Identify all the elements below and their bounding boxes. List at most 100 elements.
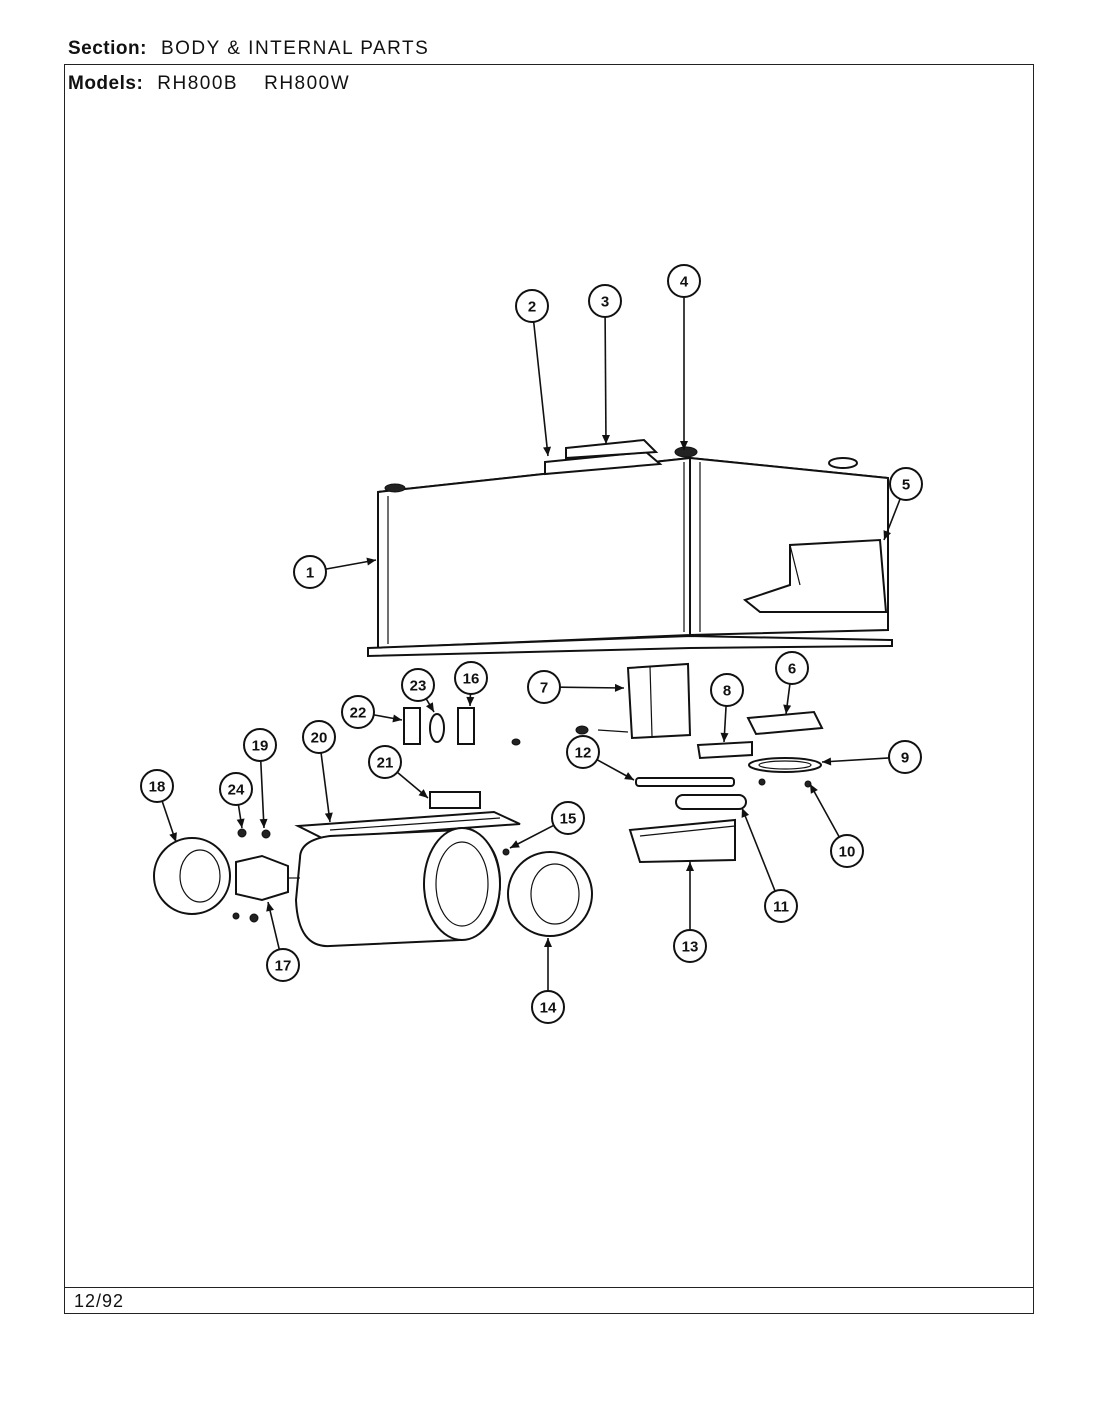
blower-wheel-18 — [153, 837, 231, 915]
callout-number-23: 23 — [410, 678, 427, 695]
models-label: Models: — [68, 73, 144, 94]
callout-24: 24 — [219, 772, 253, 829]
leader-arrow-2 — [543, 446, 552, 456]
callout-3: 3 — [588, 284, 622, 445]
callout-17: 17 — [266, 901, 300, 982]
callout-20: 20 — [302, 720, 336, 823]
bracket-7 — [575, 662, 692, 740]
bulb-11 — [675, 794, 747, 810]
callout-number-12: 12 — [575, 745, 592, 762]
leader-arrow-10 — [810, 784, 818, 794]
callout-number-7: 7 — [540, 680, 548, 697]
callout-number-4: 4 — [680, 274, 689, 291]
callout-14: 14 — [531, 938, 565, 1024]
lens-9 — [748, 757, 822, 773]
callout-5: 5 — [883, 467, 923, 541]
leader-arrow-23 — [425, 702, 434, 712]
model-rh800w: RH800W — [264, 73, 351, 94]
leader-arrow-9 — [822, 757, 832, 766]
callout-number-2: 2 — [528, 299, 536, 316]
callout-circle-2 — [515, 289, 549, 323]
callout-2: 2 — [515, 289, 552, 457]
callout-10: 10 — [809, 783, 864, 868]
callout-9: 9 — [821, 740, 922, 774]
leader-line-10 — [809, 783, 840, 838]
callout-23: 23 — [401, 668, 435, 713]
callout-11: 11 — [741, 807, 798, 923]
callout-1: 1 — [293, 555, 377, 589]
callout-4: 4 — [667, 264, 701, 450]
fuse-23 — [429, 713, 445, 743]
callout-number-16: 16 — [463, 671, 480, 688]
leader-arrow-4 — [680, 441, 688, 450]
callout-circle-23 — [401, 668, 435, 702]
leader-arrow-20 — [324, 812, 333, 822]
callout-circle-11 — [764, 889, 798, 923]
callout-number-11: 11 — [773, 899, 789, 916]
leader-line-20 — [320, 752, 331, 823]
callout-circle-8 — [710, 673, 744, 707]
leader-arrow-18 — [169, 832, 177, 842]
callout-circle-3 — [588, 284, 622, 318]
callout-number-20: 20 — [311, 730, 328, 747]
callout-circle-9 — [888, 740, 922, 774]
callout-19: 19 — [243, 728, 277, 829]
callout-circle-7 — [527, 670, 561, 704]
callout-21: 21 — [368, 745, 429, 799]
leader-arrow-13 — [686, 862, 694, 871]
callout-number-18: 18 — [149, 779, 166, 796]
leader-line-19 — [259, 760, 265, 829]
callout-circle-21 — [368, 745, 402, 779]
callout-circle-20 — [302, 720, 336, 754]
callout-number-21: 21 — [377, 755, 394, 772]
footer-divider — [64, 1287, 1034, 1288]
callout-circle-6 — [775, 651, 809, 685]
models-heading: Models: RH800B RH800W — [68, 73, 350, 95]
callout-number-10: 10 — [839, 844, 856, 861]
blower-wheel-14 — [507, 851, 593, 937]
callout-circle-12 — [566, 735, 600, 769]
leader-arrow-3 — [601, 434, 610, 444]
motor-17 — [235, 854, 289, 902]
leader-line-2 — [532, 321, 549, 457]
switch-16 — [457, 707, 475, 745]
callout-circle-5 — [889, 467, 923, 501]
callout-circle-24 — [219, 772, 253, 806]
callout-number-14: 14 — [540, 1000, 557, 1017]
callout-circle-10 — [830, 834, 864, 868]
callout-circle-16 — [454, 661, 488, 695]
switch-8 — [696, 740, 753, 760]
leader-line-11 — [741, 807, 776, 892]
leader-arrow-6 — [783, 704, 792, 714]
model-rh800b: RH800B — [157, 73, 239, 94]
leader-arrow-5 — [883, 530, 892, 540]
callout-circle-18 — [140, 769, 174, 803]
callout-number-1: 1 — [306, 565, 314, 582]
callout-number-8: 8 — [723, 683, 731, 700]
callout-number-9: 9 — [901, 750, 909, 767]
lamp-parts — [628, 777, 747, 864]
leader-arrow-21 — [418, 789, 428, 798]
callout-number-6: 6 — [788, 661, 796, 678]
callout-number-19: 19 — [252, 738, 269, 755]
callout-circle-22 — [341, 695, 375, 729]
callout-number-5: 5 — [902, 477, 910, 494]
callout-circle-14 — [531, 990, 565, 1024]
leader-arrow-1 — [366, 557, 376, 566]
leader-arrow-22 — [392, 714, 402, 723]
blower-assembly — [153, 810, 593, 948]
callout-circle-19 — [243, 728, 277, 762]
callout-number-13: 13 — [682, 939, 699, 956]
damper-flap — [565, 438, 659, 460]
callout-13: 13 — [673, 862, 707, 963]
leader-arrow-11 — [741, 808, 750, 818]
callout-15: 15 — [509, 801, 585, 849]
leader-arrow-7 — [614, 683, 624, 692]
leader-arrow-15 — [510, 840, 520, 848]
leader-arrow-17 — [266, 902, 274, 912]
callout-6: 6 — [775, 651, 809, 715]
leader-line-9 — [821, 757, 890, 763]
callout-number-15: 15 — [560, 811, 577, 828]
callout-8: 8 — [710, 673, 744, 743]
